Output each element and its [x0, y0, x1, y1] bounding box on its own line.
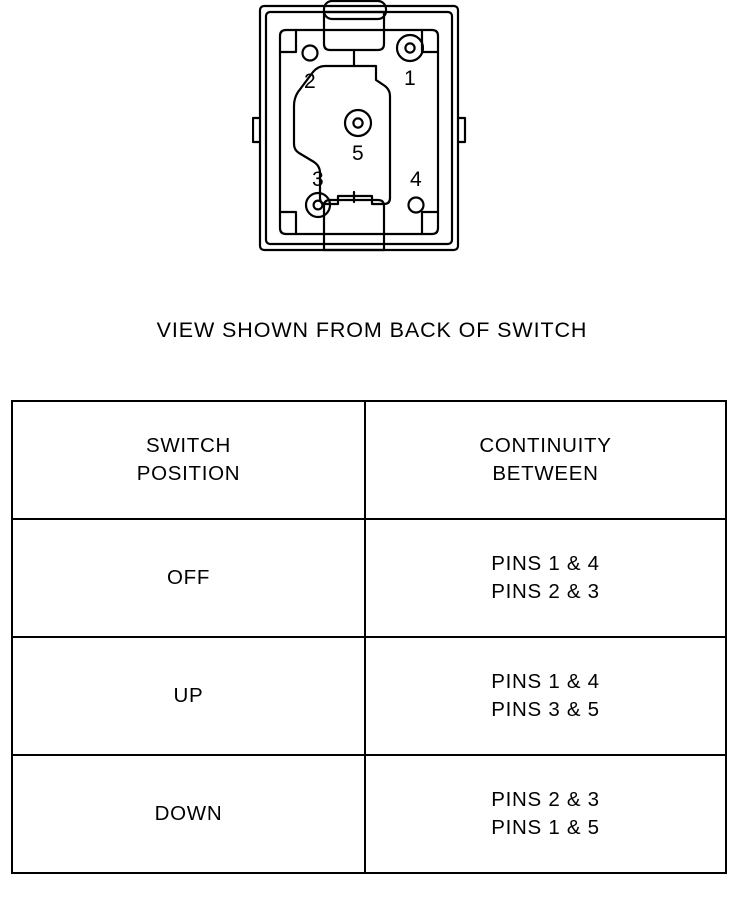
- cell-position-up: UP: [11, 636, 366, 756]
- cavity-notch-top-left: [278, 28, 298, 54]
- table-header-row: SWITCH POSITION CONTINUITY BETWEEN: [11, 400, 727, 520]
- header-switch-position-line1: SWITCH: [145, 434, 232, 458]
- continuity-line: PINS 2 & 3: [491, 580, 600, 603]
- continuity-line: PINS 1 & 4: [491, 552, 600, 576]
- cavity-notch-top-right: [420, 28, 440, 54]
- contact-blade: [292, 64, 392, 206]
- table-row: DOWN PINS 2 & 3 PINS 1 & 5: [11, 754, 727, 874]
- diagram-caption: VIEW SHOWN FROM BACK OF SWITCH: [156, 318, 588, 342]
- left-retaining-tab: [252, 116, 262, 144]
- pin-1-label: 1: [404, 67, 416, 90]
- cell-position-off: OFF: [11, 518, 366, 638]
- pin-4-label: 4: [410, 168, 422, 191]
- pin-2-label: 2: [304, 70, 316, 93]
- header-switch-position: SWITCH POSITION: [11, 400, 366, 520]
- top-keying-tab: [322, 0, 388, 21]
- pin-1-contact: [395, 33, 425, 63]
- bottom-terminal-block: [322, 198, 386, 252]
- continuity-line: PINS 3 & 5: [491, 698, 600, 721]
- cell-continuity-down: PINS 2 & 3 PINS 1 & 5: [364, 754, 727, 874]
- cell-continuity-off: PINS 1 & 4 PINS 2 & 3: [364, 518, 727, 638]
- continuity-line: PINS 2 & 3: [491, 788, 600, 812]
- pin-2-contact: [301, 44, 319, 62]
- pin-3-contact: [304, 191, 332, 219]
- header-continuity-between-line2: BETWEEN: [492, 462, 599, 485]
- connector-cavity-outline: [278, 28, 440, 236]
- pin-5-contact: [343, 108, 373, 138]
- header-continuity-between: CONTINUITY BETWEEN: [364, 400, 727, 520]
- pin-3-label: 3: [312, 168, 324, 191]
- right-retaining-tab: [456, 116, 467, 144]
- top-terminal-block: [322, 10, 386, 52]
- table-row: OFF PINS 1 & 4 PINS 2 & 3: [11, 518, 727, 638]
- cavity-notch-bottom-right: [420, 210, 440, 236]
- header-switch-position-line2: POSITION: [136, 462, 241, 485]
- header-continuity-between-line1: CONTINUITY: [479, 434, 612, 458]
- table-row: UP PINS 1 & 4 PINS 3 & 5: [11, 636, 727, 756]
- cell-position-down: DOWN: [11, 754, 366, 874]
- cell-continuity-up: PINS 1 & 4 PINS 3 & 5: [364, 636, 727, 756]
- switch-connector-diagram: 1 2 3 4 5: [252, 0, 492, 262]
- switch-continuity-table: SWITCH POSITION CONTINUITY BETWEEN OFF P…: [11, 400, 727, 874]
- continuity-line: PINS 1 & 4: [491, 670, 600, 694]
- pin-5-label: 5: [352, 142, 364, 165]
- cavity-notch-bottom-left: [278, 210, 298, 236]
- continuity-line: PINS 1 & 5: [491, 816, 600, 839]
- pin-4-contact: [407, 196, 425, 214]
